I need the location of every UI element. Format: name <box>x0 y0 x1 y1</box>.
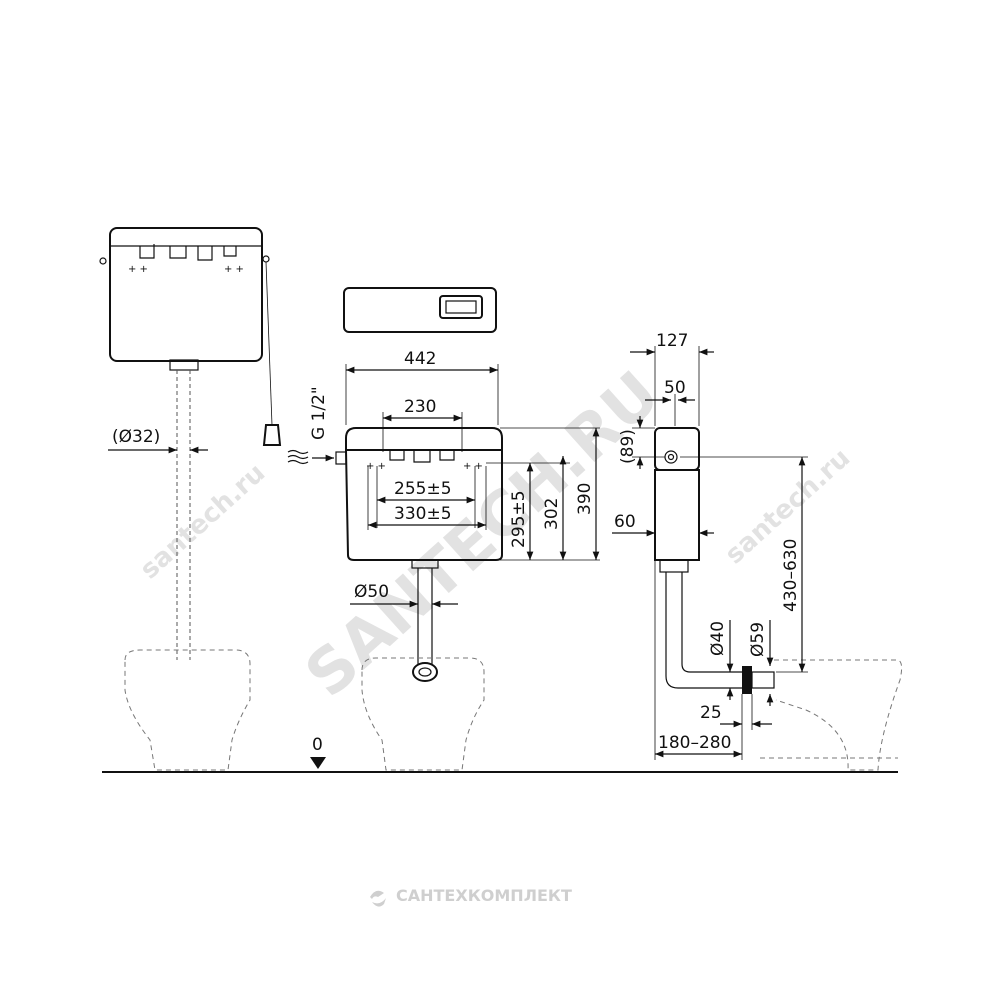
svg-text:+ +: + + <box>224 264 244 275</box>
dim-width-230: 230 <box>404 397 436 417</box>
dim-pipe-40: Ø40 <box>708 621 728 656</box>
dim-offset-25: 25 <box>700 703 722 723</box>
high-cistern-view: + + + + (Ø32) <box>99 227 282 771</box>
footer-brand-text: САНТЕХКОМПЛЕКТ <box>396 886 572 905</box>
dim-depth-127: 127 <box>656 331 688 351</box>
low-cistern-view: + + + + G 1/2" 442 230 255±5 330± <box>287 287 600 771</box>
footer-logo: САНТЕХКОМПЛЕКТ <box>370 886 572 907</box>
svg-text:+ +: + + <box>128 264 148 275</box>
dim-depth-50: 50 <box>664 378 686 398</box>
floor-zero-label: 0 <box>312 735 323 755</box>
seal-ring <box>742 666 752 694</box>
dim-depth-60: 60 <box>614 512 636 532</box>
dim-height-390: 390 <box>575 483 595 515</box>
svg-text:+ +: + + <box>366 461 386 472</box>
dim-height-295: 295±5 <box>509 490 529 548</box>
dim-width-330: 330±5 <box>394 504 452 524</box>
pipe-diameter-high: (Ø32) <box>112 427 160 447</box>
floor-level-marker <box>310 757 326 769</box>
watermark-left: santech.ru <box>135 458 272 585</box>
dim-offset-180-280: 180–280 <box>658 733 731 753</box>
dim-outlet-50: Ø50 <box>354 582 389 602</box>
dim-pipe-59: Ø59 <box>748 622 768 657</box>
dim-height-430-630: 430–630 <box>781 539 801 612</box>
svg-text:+ +: + + <box>463 461 483 472</box>
dim-depth-89: (89) <box>618 429 638 464</box>
dim-height-302: 302 <box>542 498 562 530</box>
dim-width-442: 442 <box>404 349 436 369</box>
dim-width-255: 255±5 <box>394 479 452 499</box>
side-view: 127 50 (89) 60 430–630 Ø40 Ø59 25 <box>612 331 903 771</box>
inlet-thread-label: G 1/2" <box>309 386 329 440</box>
